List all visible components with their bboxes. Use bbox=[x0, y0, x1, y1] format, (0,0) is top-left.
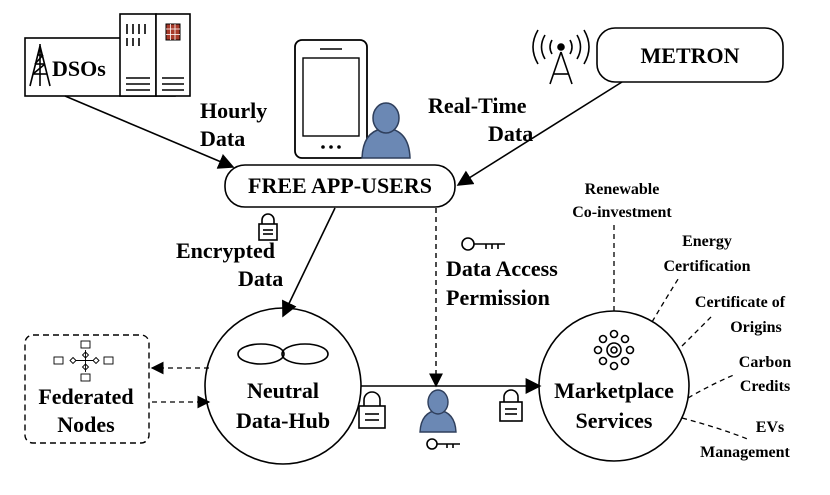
carbon-label-1: Carbon bbox=[739, 354, 792, 371]
federated-box bbox=[24, 334, 150, 444]
users-box bbox=[224, 164, 456, 208]
evs-label-2: Management bbox=[700, 444, 790, 461]
service-evs: EVs Management bbox=[700, 419, 790, 461]
lock-icon bbox=[499, 389, 523, 422]
antenna-icon bbox=[532, 29, 590, 85]
key-icon bbox=[461, 237, 505, 251]
service-origins: Certificate of Origins bbox=[695, 294, 786, 336]
metron-node: METRON bbox=[532, 27, 784, 85]
infinity-icon bbox=[237, 343, 329, 365]
energy-label-1: Energy bbox=[682, 233, 732, 250]
metron-box bbox=[596, 27, 784, 83]
access-label-2: Permission bbox=[446, 285, 550, 310]
tower-icon bbox=[29, 44, 51, 87]
metron-label: METRON bbox=[641, 43, 740, 68]
realtime-label-1: Real-Time bbox=[428, 93, 527, 118]
user-icon bbox=[361, 102, 411, 159]
carbon-label-2: Credits bbox=[740, 378, 790, 395]
origins-label-1: Certificate of bbox=[695, 294, 786, 311]
smartphone-icon bbox=[294, 39, 368, 159]
hub-icon bbox=[593, 329, 635, 371]
realtime-label-2: Data bbox=[488, 121, 533, 146]
lock-icon bbox=[258, 213, 278, 241]
renewable-label-1: Renewable bbox=[585, 181, 660, 198]
users-label: FREE APP-USERS bbox=[248, 173, 432, 198]
evs-connector bbox=[681, 417, 751, 441]
encrypted-label-1: Encrypted bbox=[176, 238, 275, 263]
key-icon bbox=[426, 438, 460, 450]
lock-icon bbox=[358, 391, 386, 429]
access-label-1: Data Access bbox=[446, 256, 558, 281]
hub-label-2: Data-Hub bbox=[236, 408, 330, 433]
encrypted-label-2: Data bbox=[238, 266, 283, 291]
hub-label-1: Neutral bbox=[247, 378, 319, 403]
server-icon bbox=[119, 13, 191, 97]
energy-label-2: Certification bbox=[663, 258, 750, 275]
federated-label-1: Federated bbox=[38, 384, 133, 409]
realtime-arrow bbox=[456, 81, 623, 186]
hourly-label-1: Hourly bbox=[200, 98, 267, 123]
user-icon bbox=[419, 389, 457, 433]
evs-label-1: EVs bbox=[756, 419, 784, 436]
encrypted-arrow bbox=[282, 207, 336, 318]
hourly-label-2: Data bbox=[200, 126, 245, 151]
service-carbon: Carbon Credits bbox=[739, 354, 792, 395]
network-icon bbox=[53, 340, 114, 382]
service-energy: Energy Certification bbox=[663, 233, 750, 275]
renewable-label-2: Co-investment bbox=[572, 204, 672, 221]
market-label-2: Services bbox=[576, 408, 653, 433]
federated-label-2: Nodes bbox=[57, 412, 115, 437]
market-label-1: Marketplace bbox=[554, 378, 674, 403]
dsos-node: DSOs bbox=[24, 13, 191, 97]
energy-connector bbox=[651, 275, 681, 323]
origins-label-2: Origins bbox=[730, 319, 782, 336]
carbon-connector bbox=[687, 373, 737, 399]
origins-connector bbox=[681, 315, 713, 347]
service-renewable: Renewable Co-investment bbox=[572, 181, 672, 221]
dsos-label: DSOs bbox=[52, 56, 106, 81]
hourly-arrow bbox=[64, 95, 235, 169]
